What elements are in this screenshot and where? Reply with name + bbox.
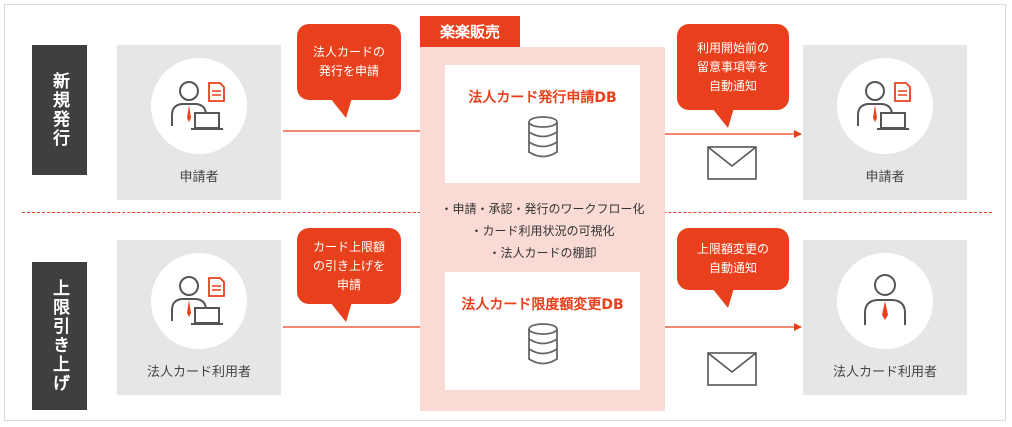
feature-item: ・法人カードの棚卸 (488, 246, 597, 260)
applicant-label: 申請者 (179, 170, 219, 185)
recipient-icon-circle (837, 253, 933, 349)
db-box-limit: 法人カード限度額変更DB (445, 272, 640, 390)
bubble-tail (330, 302, 352, 322)
db-title: 法人カード発行申請DB (468, 90, 617, 106)
envelope-icon (707, 352, 757, 386)
bubble-tail (712, 108, 734, 128)
recipient-box-limit: 法人カード利用者 (803, 240, 967, 395)
bubble-notify-limit: 上限額変更の 自動通知 (677, 228, 789, 290)
row-label-limit-increase: 上限引き上げ (32, 262, 87, 410)
database-icon (528, 116, 558, 158)
feature-item: ・申請・承認・発行のワークフロー化 (440, 202, 645, 216)
db-box-issue: 法人カード発行申請DB (445, 65, 640, 183)
recipient-label: 法人カード利用者 (832, 365, 937, 380)
row-label-new-issue: 新規発行 (32, 45, 87, 175)
bubble-request-new: 法人カードの 発行を申請 (297, 24, 401, 100)
person-with-tie-icon (864, 274, 906, 325)
system-name-tag: 楽楽販売 (420, 16, 520, 47)
person-with-laptop-and-document-icon (171, 81, 225, 130)
applicant-icon-circle (151, 253, 247, 349)
applicant-label: 法人カード利用者 (146, 365, 251, 380)
envelope-icon (707, 146, 757, 180)
person-with-laptop-and-document-icon (857, 81, 911, 130)
applicant-box-limit: 法人カード利用者 (117, 240, 281, 395)
feature-list: ・申請・承認・発行のワークフロー化 ・カード利用状況の可視化 ・法人カードの棚卸 (420, 198, 665, 264)
applicant-box-new: 申請者 (117, 45, 281, 200)
bubble-notify-new: 利用開始前の 留意事項等を 自動通知 (677, 24, 789, 110)
recipient-label: 申請者 (865, 170, 905, 185)
applicant-icon-circle (151, 58, 247, 154)
database-icon (528, 323, 558, 365)
recipient-icon-circle (837, 58, 933, 154)
person-with-laptop-and-document-icon (171, 276, 225, 325)
bubble-tail (330, 98, 352, 118)
feature-item: ・カード利用状況の可視化 (470, 224, 615, 238)
bubble-request-limit: カード上限額 の引き上げを 申請 (297, 228, 401, 304)
db-title: 法人カード限度額変更DB (461, 297, 624, 313)
bubble-tail (712, 288, 734, 308)
recipient-box-new: 申請者 (803, 45, 967, 200)
